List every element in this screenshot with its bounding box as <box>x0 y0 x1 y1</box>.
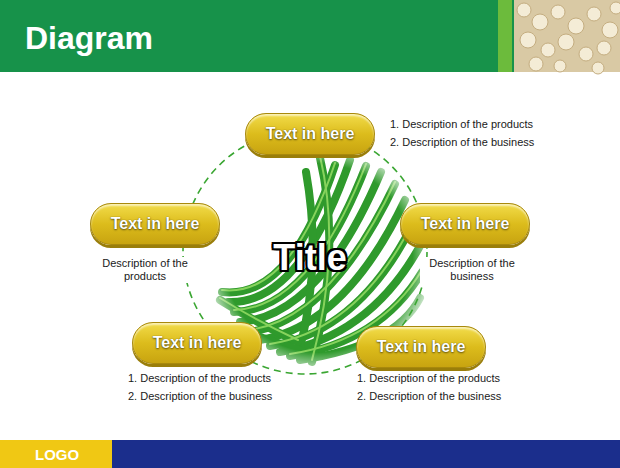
pill-label: Text in here <box>153 334 242 352</box>
text-pill: Text in here <box>90 203 220 245</box>
slide-title: Diagram <box>25 19 153 57</box>
mushroom-photo <box>514 0 620 74</box>
header-bar <box>0 0 620 72</box>
header-stripe <box>498 0 512 72</box>
description-text: 1. Description of the products <box>126 372 273 385</box>
footer-band <box>112 440 620 468</box>
text-pill: Text in here <box>400 203 530 245</box>
pill-label: Text in here <box>111 215 200 233</box>
description-text: 1. Description of the products <box>355 372 502 385</box>
text-pill: Text in here <box>245 113 375 155</box>
pill-label: Text in here <box>266 125 355 143</box>
description-text: 1. Description of the products <box>388 118 535 131</box>
text-pill: Text in here <box>132 322 262 364</box>
description-text: 2. Description of the business <box>388 136 536 149</box>
logo-text: LOGO <box>35 446 79 464</box>
description-text: Description of the products <box>93 257 197 283</box>
text-pill: Text in here <box>356 326 486 368</box>
description-text: 2. Description of the business <box>126 390 274 403</box>
center-title: Title <box>273 238 346 278</box>
pill-label: Text in here <box>421 215 510 233</box>
description-text: Description of the business <box>420 257 524 283</box>
description-text: 2. Description of the business <box>355 390 503 403</box>
pill-label: Text in here <box>377 338 466 356</box>
footer-logo-band <box>0 440 112 468</box>
